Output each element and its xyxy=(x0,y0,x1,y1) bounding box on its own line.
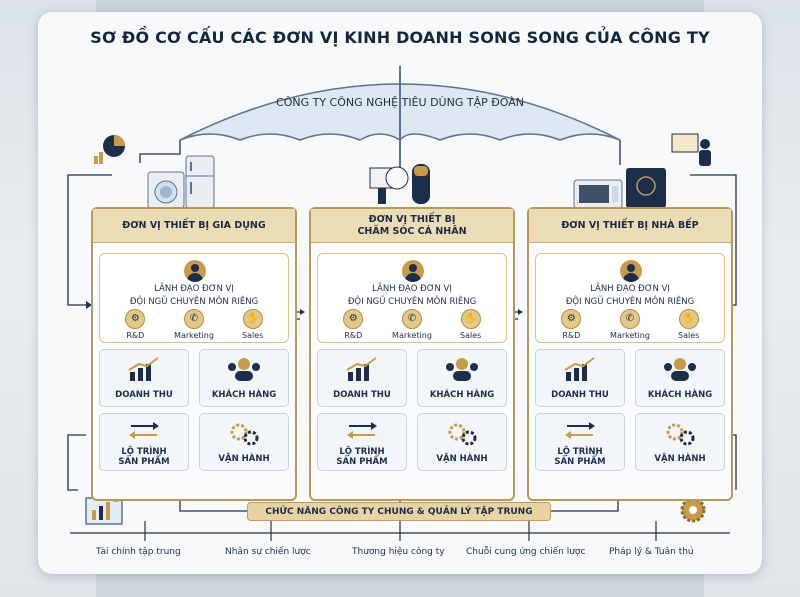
growth-chart-icon xyxy=(346,357,377,381)
role-rnd: R&D xyxy=(344,331,363,340)
handshake-icon: ✋ xyxy=(460,309,481,329)
group-icon xyxy=(228,358,260,381)
revenue-tile: DOANH THU xyxy=(99,349,189,407)
team-label: ĐỘI NGŨ CHUYÊN MÔN RIÊNG xyxy=(129,297,259,307)
role-marketing: Marketing xyxy=(392,331,432,340)
unit-kitchen-appliances: ĐƠN VỊ THIẾT BỊ NHÀ BẾP LÃNH ĐẠO ĐƠN VỊ … xyxy=(527,207,733,501)
hair-dryer-icon xyxy=(369,166,409,204)
roadmap-label-2: SẢN PHẨM xyxy=(554,457,606,467)
role-rnd: R&D xyxy=(126,331,145,340)
gears-icon xyxy=(230,423,259,446)
shaver-icon xyxy=(412,164,430,204)
megaphone-icon: ✆ xyxy=(401,309,422,329)
washing-machine-icon xyxy=(147,171,185,209)
roadmap-label-2: SẢN PHẨM xyxy=(336,457,388,467)
customers-tile: KHÁCH HÀNG xyxy=(635,349,725,407)
operations-tile: VẬN HÀNH xyxy=(417,413,507,471)
role-sales: Sales xyxy=(241,331,264,340)
function-supply-chain: Chuỗi cung ứng chiến lược xyxy=(466,547,586,557)
function-legal: Pháp lý & Tuân thủ xyxy=(609,547,694,557)
role-sales: Sales xyxy=(459,331,482,340)
growth-chart-icon xyxy=(128,357,159,381)
megaphone-icon: ✆ xyxy=(183,309,204,329)
handshake-icon: ✋ xyxy=(678,309,699,329)
gear-icon xyxy=(680,497,706,523)
operations-tile: VẬN HÀNH xyxy=(199,413,289,471)
operations-tile: VẬN HÀNH xyxy=(635,413,725,471)
handshake-icon: ✋ xyxy=(242,309,263,329)
umbrella-icon xyxy=(179,66,621,170)
unit-leader-label: LÃNH ĐẠO ĐƠN VỊ xyxy=(154,284,234,294)
gears-icon xyxy=(666,423,695,446)
user-avatar-icon xyxy=(184,260,206,282)
induction-cooktop-icon xyxy=(626,168,666,208)
group-icon xyxy=(446,358,478,381)
group-icon xyxy=(664,358,696,381)
user-avatar-icon xyxy=(402,260,424,282)
role-sales: Sales xyxy=(677,331,700,340)
function-brand: Thương hiệu công ty xyxy=(352,547,445,557)
pie-chart-icon xyxy=(94,135,125,164)
gears-icon xyxy=(448,423,477,446)
unit-header: ĐƠN VỊ THIẾT BỊ GIA DỤNG xyxy=(93,209,295,243)
left-loop-connector xyxy=(67,174,112,306)
function-finance: Tài chính tập trung xyxy=(96,547,181,557)
microwave-icon xyxy=(573,179,623,209)
shared-functions-bar: CHỨC NĂNG CÔNG TY CHUNG & QUẢN LÝ TẬP TR… xyxy=(247,502,551,521)
roadmap-label-1: LỘ TRÌNH xyxy=(557,447,603,457)
leadership-box: LÃNH ĐẠO ĐƠN VỊ ĐỘI NGŨ CHUYÊN MÔN RIÊNG… xyxy=(99,253,289,343)
unit-header-line-2: CHĂM SÓC CÁ NHÂN xyxy=(357,225,467,237)
unit-home-appliances: ĐƠN VỊ THIẾT BỊ GIA DỤNG LÃNH ĐẠO ĐƠN VỊ… xyxy=(91,207,297,501)
function-hr: Nhân sự chiến lược xyxy=(225,547,311,557)
customers-tile: KHÁCH HÀNG xyxy=(417,349,507,407)
parent-company-label: CÔNG TY CÔNG NGHỆ TIÊU DÙNG TẬP ĐOÀN xyxy=(276,96,524,109)
role-rnd: R&D xyxy=(562,331,581,340)
leadership-box: LÃNH ĐẠO ĐƠN VỊ ĐỘI NGŨ CHUYÊN MÔN RIÊNG… xyxy=(317,253,507,343)
gear-icon: ⚙ xyxy=(561,309,582,329)
team-label: ĐỘI NGŨ CHUYÊN MÔN RIÊNG xyxy=(347,297,477,307)
exchange-arrows-icon xyxy=(565,422,595,439)
roadmap-label-1: LỘ TRÌNH xyxy=(339,447,385,457)
role-marketing: Marketing xyxy=(174,331,214,340)
revenue-tile: DOANH THU xyxy=(317,349,407,407)
customers-tile: KHÁCH HÀNG xyxy=(199,349,289,407)
megaphone-icon: ✆ xyxy=(619,309,640,329)
exchange-arrows-icon xyxy=(347,422,377,439)
exchange-arrows-icon xyxy=(129,422,159,439)
team-label: ĐỘI NGŨ CHUYÊN MÔN RIÊNG xyxy=(565,297,695,307)
growth-chart-icon xyxy=(564,357,595,381)
revenue-tile: DOANH THU xyxy=(535,349,625,407)
gear-icon: ⚙ xyxy=(343,309,364,329)
unit-header-line-1: ĐƠN VỊ THIẾT BỊ xyxy=(368,213,456,225)
diagram-title: SƠ ĐỒ CƠ CẤU CÁC ĐƠN VỊ KINH DOANH SONG … xyxy=(90,28,710,47)
refrigerator-icon xyxy=(185,155,215,209)
user-avatar-icon xyxy=(620,260,642,282)
presenter-icon xyxy=(671,133,711,166)
unit-leader-label: LÃNH ĐẠO ĐƠN VỊ xyxy=(372,284,452,294)
roadmap-label-2: SẢN PHẨM xyxy=(118,457,170,467)
role-marketing: Marketing xyxy=(610,331,650,340)
unit-header: ĐƠN VỊ THIẾT BỊ NHÀ BẾP xyxy=(529,209,731,243)
gear-icon: ⚙ xyxy=(125,309,146,329)
unit-leader-label: LÃNH ĐẠO ĐƠN VỊ xyxy=(590,284,670,294)
roadmap-label-1: LỘ TRÌNH xyxy=(121,447,167,457)
leadership-box: LÃNH ĐẠO ĐƠN VỊ ĐỘI NGŨ CHUYÊN MÔN RIÊNG… xyxy=(535,253,725,343)
